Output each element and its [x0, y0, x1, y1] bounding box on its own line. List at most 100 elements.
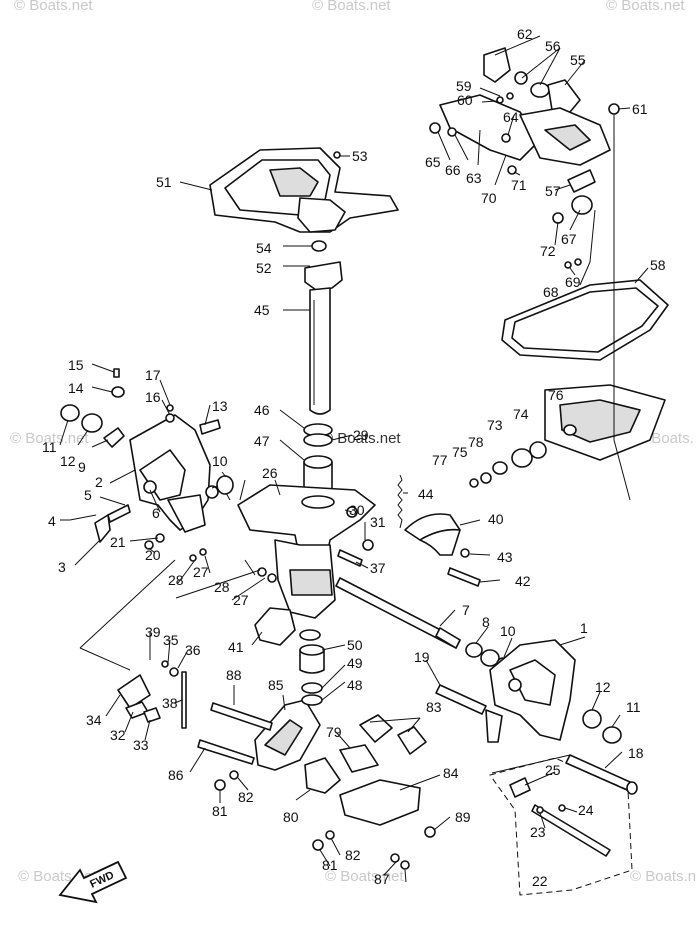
callout-number: 23 — [530, 824, 546, 840]
callout-number: 45 — [254, 302, 270, 318]
callout-number: 15 — [68, 357, 84, 373]
callout-number: 48 — [347, 677, 363, 693]
callout-number: 64 — [503, 109, 519, 125]
callout-number: 5 — [84, 487, 92, 503]
left-small-parts-drawing — [60, 368, 234, 550]
callout-number: 7 — [462, 602, 470, 618]
callout-number: 59 — [456, 78, 472, 94]
callout-number: 75 — [452, 444, 468, 460]
callout-number: 35 — [163, 632, 179, 648]
callout-number: 61 — [632, 101, 648, 117]
callout-number: 33 — [133, 737, 149, 753]
callout-number: 67 — [561, 231, 577, 247]
callout-number: 30 — [349, 502, 365, 518]
callout-number: 13 — [212, 398, 228, 414]
callout-number: 32 — [110, 727, 126, 743]
callout-number: 2 — [95, 474, 103, 490]
callout-number: 20 — [145, 547, 161, 563]
callout-number: 21 — [110, 534, 126, 550]
mid-small-parts-drawing — [189, 151, 374, 646]
callout-number: 40 — [488, 511, 504, 527]
callout-number: 77 — [432, 452, 448, 468]
callout-number: 83 — [426, 699, 442, 715]
callout-number: 78 — [468, 434, 484, 450]
callout-number: 22 — [532, 873, 548, 889]
plate-76-drawing — [469, 384, 666, 488]
callout-number: 12 — [60, 453, 76, 469]
callout-number: 82 — [345, 847, 361, 863]
callout-number: 73 — [487, 417, 503, 433]
callout-number: 88 — [226, 667, 242, 683]
gasket-58-drawing — [501, 279, 669, 361]
callout-number: 60 — [457, 92, 473, 108]
callout-number: 11 — [42, 439, 57, 455]
callout-number: 16 — [145, 389, 161, 405]
lower-fasteners-drawing — [214, 770, 436, 870]
callout-number: 52 — [256, 260, 272, 276]
callout-number: 9 — [78, 459, 86, 475]
callout-number: 86 — [168, 767, 184, 783]
callout-number: 71 — [511, 177, 527, 193]
callout-number: 18 — [628, 745, 644, 761]
tilt-lock-parts-drawing — [117, 660, 187, 729]
tiller-pin-group-drawing — [509, 777, 611, 857]
thrust-rod-parts-drawing — [197, 629, 427, 826]
upper-right-parts-drawing — [429, 47, 620, 269]
callout-number: 31 — [370, 514, 386, 530]
bolts-18-19-drawing — [435, 684, 638, 795]
callout-number: 81 — [322, 857, 338, 873]
callout-number: 10 — [500, 623, 516, 639]
callout-number: 70 — [481, 190, 497, 206]
callout-number: 3 — [58, 559, 66, 575]
watermark: © Boats.n — [630, 868, 697, 885]
callout-number: 39 — [145, 624, 161, 640]
bracket-51-drawing — [209, 147, 399, 252]
leader-lines — [59, 35, 649, 883]
callout-number: 24 — [578, 802, 594, 818]
watermark: © Boats.net — [312, 0, 391, 14]
callout-number: 44 — [418, 486, 434, 502]
callout-number: 66 — [445, 162, 461, 178]
callout-number: 58 — [650, 257, 666, 273]
swivel-bracket-26-drawing — [237, 484, 376, 619]
callout-number: 4 — [48, 513, 56, 529]
callout-number: 37 — [370, 560, 386, 576]
callout-number: 55 — [570, 52, 586, 68]
callout-number: 65 — [425, 154, 441, 170]
callout-number: 81 — [212, 803, 228, 819]
callout-number: 1 — [580, 620, 588, 636]
callout-number: 89 — [455, 809, 471, 825]
watermark: © Boats.net — [325, 868, 404, 885]
callout-number: 11 — [626, 699, 641, 715]
callout-number: 87 — [374, 871, 390, 887]
callout-number: 12 — [595, 679, 611, 695]
callout-number: 84 — [443, 765, 459, 781]
callout-number: 47 — [254, 433, 270, 449]
callout-number: 82 — [238, 789, 254, 805]
callout-number: 49 — [347, 655, 363, 671]
callout-number: 38 — [162, 695, 178, 711]
callout-number: 28 — [168, 572, 184, 588]
callout-number: 8 — [482, 614, 490, 630]
clamp-bracket-1-drawing — [485, 639, 622, 744]
callout-number: 69 — [565, 274, 581, 290]
callout-number: 34 — [86, 712, 102, 728]
callout-number: 28 — [214, 579, 230, 595]
dashed-group-outline — [489, 757, 633, 896]
callout-number: 14 — [68, 380, 84, 396]
callout-number: 62 — [517, 26, 533, 42]
callout-number: 85 — [268, 677, 284, 693]
callout-number: 19 — [414, 649, 430, 665]
watermark: © Boats.net — [606, 0, 685, 14]
callout-number: 54 — [256, 240, 272, 256]
callout-number: 25 — [545, 762, 561, 778]
callout-number: 72 — [540, 243, 556, 259]
callout-number: 68 — [543, 284, 559, 300]
watermark: © Boats.net — [322, 430, 401, 447]
callout-number: 26 — [262, 465, 278, 481]
forward-arrow-icon: FWD — [58, 860, 128, 904]
tilt-tube-7-drawing — [335, 577, 510, 671]
callout-number: 42 — [515, 573, 531, 589]
